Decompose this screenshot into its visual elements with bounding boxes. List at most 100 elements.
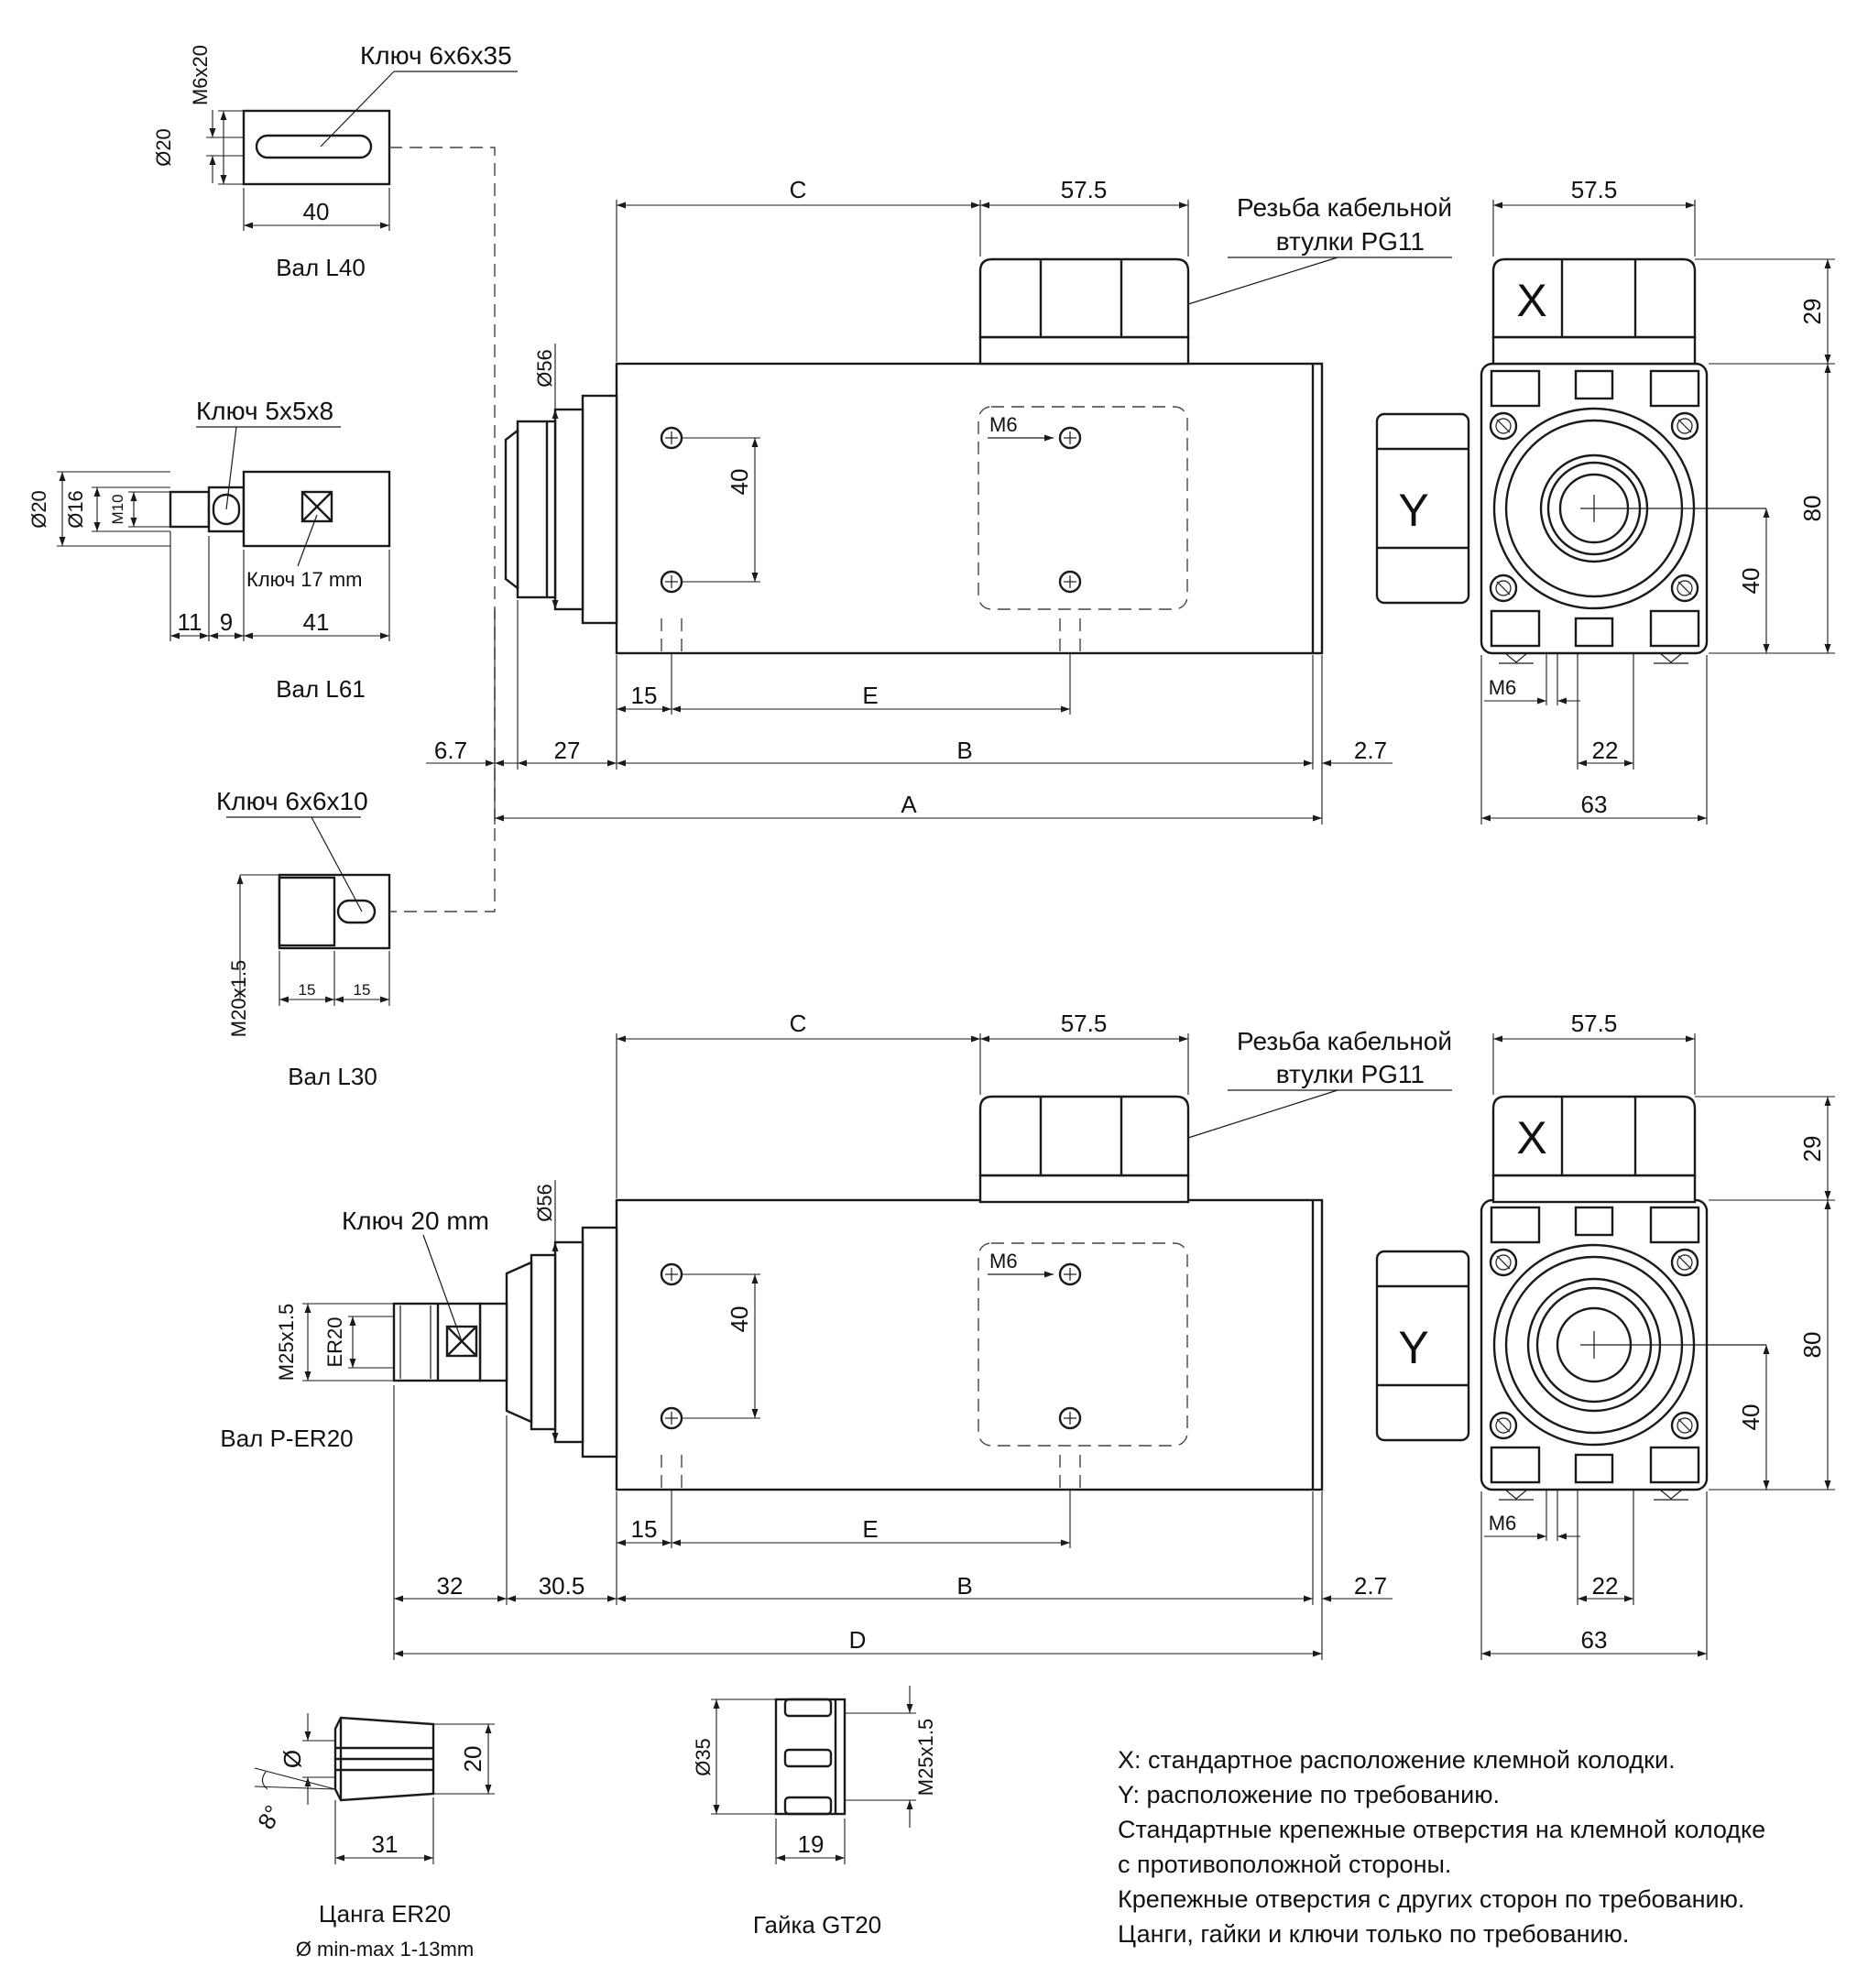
nut-gt20: Ø35 M25x1.5 19 Гайка GT20 [692,1686,937,1939]
top-x-label: X [1516,275,1546,326]
collet-diam: Ø [279,1750,306,1768]
top-cable-2: втулки PG11 [1276,227,1425,256]
l40-length: 40 [303,198,330,225]
er20-caption: Вал P-ER20 [220,1425,353,1452]
l61-caption: Вал L61 [276,675,366,703]
l61-key: Ключ 5x5x8 [196,397,333,425]
l40-diameter: Ø20 [152,128,175,167]
shaft-l40: Ø20 M6x20 40 Ключ 6x6x35 Вал L40 [152,41,518,281]
mount-hole [1058,570,1082,594]
bottom-end-22: 22 [1592,1572,1619,1600]
top-dim-57-5: 57.5 [1061,176,1108,203]
top-end-m6: M6 [1489,676,1517,699]
mount-hole [660,1262,683,1286]
bottom-d15: 15 [631,1515,658,1543]
mount-hole [1058,1262,1082,1286]
top-m6: M6 [989,413,1018,436]
top-end-63: 63 [1581,791,1608,818]
bottom-y-label: Y [1398,1322,1428,1373]
collet-angle: 8° [252,1800,287,1834]
nut-caption: Гайка GT20 [753,1911,881,1939]
shaft-l61: Ø20 Ø16 M10 11 9 41 Ключ 5x5x8 Ключ 17 m… [27,397,391,703]
note-5: Крепежные отверстия с других сторон по т… [1118,1885,1744,1913]
top-end-22: 22 [1592,737,1619,764]
nut-thread: M25x1.5 [914,1719,937,1796]
er20-thread: M25x1.5 [275,1304,298,1381]
top-d2-7: 2.7 [1354,737,1387,764]
top-end-29: 29 [1798,299,1826,325]
top-dim-e: E [862,682,878,709]
bottom-d56: Ø56 [533,1184,556,1222]
l30-key: Ключ 6x6x10 [216,787,368,815]
l40-caption: Вал L40 [276,254,366,281]
collet-d31: 31 [372,1830,399,1858]
shaft-l30: M20x1.5 15 15 Ключ 6x6x10 Вал L30 [216,787,391,1090]
note-2: Y: расположение по требованию. [1118,1781,1500,1808]
mount-hole [1058,1406,1082,1430]
top-d40: 40 [726,469,753,496]
mount-hole [660,570,683,594]
top-dim-b: B [956,737,972,764]
flange-screw [1670,573,1699,603]
l61-len2: 9 [220,608,233,636]
l61-d1: Ø20 [27,490,50,529]
bottom-end-view: Y X 57.5 29 80 [1375,1010,1835,1660]
shaft-reference-link [389,147,496,912]
top-d6-7: 6.7 [434,737,467,764]
collet-d20: 20 [459,1746,486,1773]
er20-wrench: Ключ 20 mm [342,1207,489,1235]
bottom-dim-57-5: 57.5 [1061,1010,1108,1037]
bottom-x-label: X [1516,1112,1546,1163]
collet-range: Ø min-max 1-13mm [296,1938,474,1961]
l30-len1: 15 [299,981,316,999]
flange-screw [1670,1248,1699,1277]
top-dim-c: C [790,176,807,203]
bottom-d2-7: 2.7 [1354,1572,1387,1600]
top-cable-1: Резьба кабельной [1237,193,1452,222]
nut-d19: 19 [798,1830,825,1858]
bottom-d40: 40 [726,1306,753,1333]
l40-key: Ключ 6x6x35 [360,41,512,70]
note-4: с противоположной стороны. [1118,1851,1451,1878]
notes: X: стандартное расположение клемной коло… [1118,1746,1765,1948]
bottom-dim-c: C [790,1010,807,1037]
bottom-end-40: 40 [1737,1404,1764,1431]
l30-caption: Вал L30 [288,1063,377,1090]
top-end-view: Y X 57.5 [1375,176,1835,825]
bottom-m6: M6 [989,1250,1018,1273]
collet-caption: Цанга ER20 [319,1900,451,1928]
flange-screw [1670,411,1699,441]
bottom-d30-5: 30.5 [539,1572,585,1600]
mount-hole [660,1406,683,1430]
bottom-dim-d: D [849,1626,867,1654]
bottom-cable-1: Резьба кабельной [1237,1027,1452,1055]
top-d56: Ø56 [533,349,556,388]
bottom-end-57-5: 57.5 [1571,1010,1618,1037]
top-end-40: 40 [1737,568,1764,595]
note-6: Цанги, гайки и ключи только по требовани… [1118,1920,1629,1948]
flange-screw [1489,1411,1518,1440]
bottom-motor-view: M6 40 Ø56 M25x1.5 ER20 Ключ 20 mm Вал P-… [220,1010,1452,1660]
bottom-dim-e: E [862,1515,878,1543]
nut-d35: Ø35 [692,1738,715,1776]
top-dim-a: A [901,791,917,818]
l40-thread: M6x20 [189,45,212,105]
bottom-dim-b: B [956,1572,972,1600]
top-y-label: Y [1398,485,1428,536]
top-d15: 15 [631,682,658,709]
flange-screw [1670,1411,1699,1440]
flange-screw [1489,573,1518,603]
flange-screw [1489,1248,1518,1277]
top-end-80: 80 [1798,496,1826,522]
note-1: X: стандартное расположение клемной коло… [1118,1746,1676,1774]
flange-screw [1489,411,1518,441]
l61-len1: 11 [178,608,202,636]
bottom-cable-2: втулки PG11 [1276,1060,1425,1088]
l61-wrench: Ключ 17 mm [246,568,362,591]
bottom-end-63: 63 [1581,1626,1608,1654]
bottom-end-80: 80 [1798,1332,1826,1359]
l61-d2: Ø16 [64,490,87,529]
l30-len2: 15 [354,981,371,999]
l61-len3: 41 [303,608,330,636]
